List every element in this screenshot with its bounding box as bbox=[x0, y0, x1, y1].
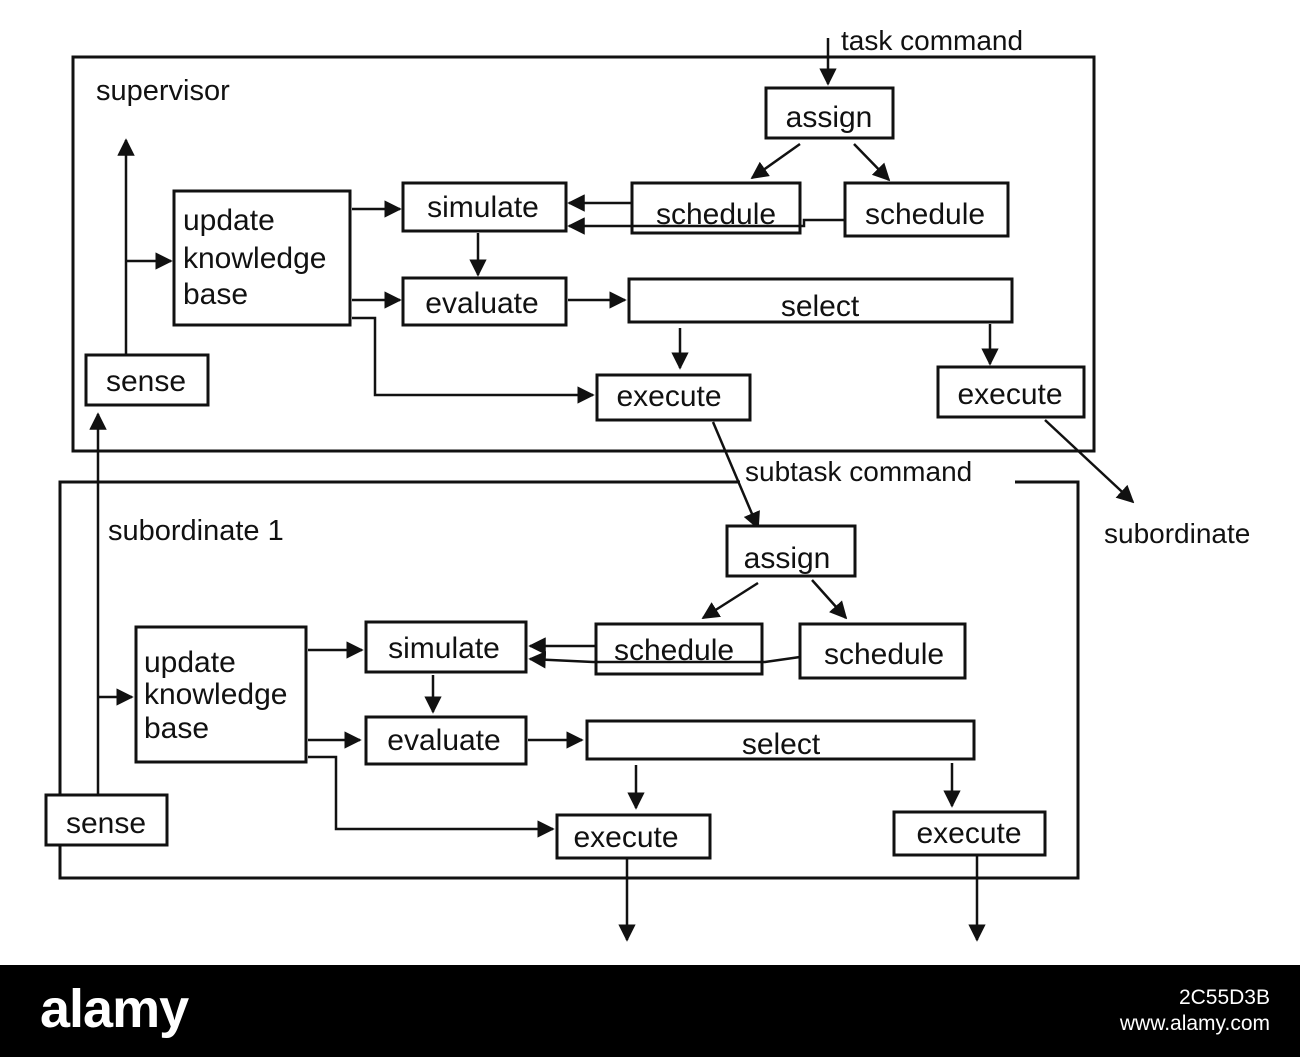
supervisor-frame bbox=[71, 55, 1096, 453]
subordinate-select-label: select bbox=[742, 728, 821, 761]
hierarchical-control-diagram: supervisor task command assign schedule … bbox=[44, 25, 1250, 942]
subordinate-schedule-box-2 bbox=[798, 622, 967, 680]
supervisor-update-label-1: update bbox=[183, 204, 275, 237]
alamy-logo: alamy bbox=[40, 979, 189, 1039]
subordinate-schedule-label-2: schedule bbox=[824, 638, 944, 671]
schedule-to-simulate-arrow-2 bbox=[567, 217, 845, 235]
supervisor-evaluate-label: evaluate bbox=[425, 287, 538, 320]
subordinate-sense-label: sense bbox=[66, 807, 146, 840]
subordinate-schedule-box-1 bbox=[594, 622, 764, 676]
subordinate-1-frame bbox=[58, 480, 1080, 880]
subordinate-execute-label-2: execute bbox=[916, 817, 1021, 850]
subordinate-update-label-1: update bbox=[144, 646, 236, 679]
watermark-id: 2C55D3B www.alamy.com bbox=[1120, 985, 1270, 1037]
subordinate-assign-label: assign bbox=[744, 542, 831, 575]
supervisor-update-label-2: knowledge bbox=[183, 242, 326, 275]
assign-to-schedule-arrow-2 bbox=[853, 143, 891, 182]
update-to-execute-arrow bbox=[352, 316, 595, 404]
subordinate-update-label-2: knowledge bbox=[144, 678, 287, 711]
execute-to-subordinate-arrow bbox=[1044, 419, 1135, 504]
sub-assign-to-schedule-arrow-2 bbox=[811, 579, 848, 620]
subordinate-evaluate-label: evaluate bbox=[387, 724, 500, 757]
supervisor-select-label: select bbox=[781, 290, 860, 323]
subordinate-execute-label-1: execute bbox=[573, 821, 678, 854]
supervisor-sense-box bbox=[84, 353, 210, 407]
supervisor-simulate-box bbox=[401, 181, 568, 233]
supervisor-assign-label: assign bbox=[786, 101, 873, 134]
subordinate-execute-box-1 bbox=[555, 813, 712, 860]
subordinate-simulate-label: simulate bbox=[388, 632, 500, 665]
supervisor-select-box bbox=[627, 277, 1014, 324]
supervisor-schedule-label-2: schedule bbox=[865, 198, 985, 231]
subordinate-simulate-box bbox=[364, 620, 528, 674]
supervisor-execute-box-2 bbox=[936, 365, 1086, 419]
task-command-label: task command bbox=[841, 25, 1023, 56]
supervisor-execute-box-1 bbox=[595, 373, 752, 422]
supervisor-evaluate-box bbox=[401, 276, 568, 327]
supervisor-execute-label-1: execute bbox=[616, 380, 721, 413]
subordinate-sense-box bbox=[44, 793, 169, 847]
supervisor-update-label-3: base bbox=[183, 278, 248, 311]
sub-update-to-execute-arrow bbox=[308, 755, 555, 838]
subordinate-evaluate-box bbox=[364, 715, 528, 766]
supervisor-simulate-label: simulate bbox=[427, 191, 539, 224]
subordinate-update-box bbox=[134, 625, 308, 764]
supervisor-update-box bbox=[172, 189, 352, 327]
subordinate-execute-box-2 bbox=[892, 810, 1047, 857]
image-id: 2C55D3B bbox=[1178, 986, 1270, 1009]
supervisor-assign-box bbox=[764, 86, 895, 140]
supervisor-title: supervisor bbox=[96, 75, 230, 107]
assign-to-schedule-arrow-1 bbox=[750, 142, 801, 180]
sub-assign-to-schedule-arrow-1 bbox=[701, 581, 759, 620]
sub-schedule-to-simulate-arrow-2 bbox=[528, 651, 801, 669]
supervisor-schedule-box-2 bbox=[843, 181, 1010, 238]
subordinate-select-box bbox=[585, 719, 976, 761]
site-url: www.alamy.com bbox=[1119, 1012, 1270, 1035]
subordinate-update-label-3: base bbox=[144, 712, 209, 745]
subordinate-1-title: subordinate 1 bbox=[108, 515, 284, 547]
subordinate-label: subordinate bbox=[1104, 518, 1250, 549]
subordinate-assign-box bbox=[725, 524, 857, 578]
stock-watermark-bar: alamy 2C55D3B www.alamy.com bbox=[0, 965, 1300, 1057]
supervisor-schedule-box-1 bbox=[630, 181, 802, 235]
supervisor-sense-label: sense bbox=[106, 365, 186, 398]
supervisor-execute-label-2: execute bbox=[957, 378, 1062, 411]
subtask-command-arrow bbox=[711, 421, 760, 530]
subtask-command-label: subtask command bbox=[745, 456, 972, 487]
